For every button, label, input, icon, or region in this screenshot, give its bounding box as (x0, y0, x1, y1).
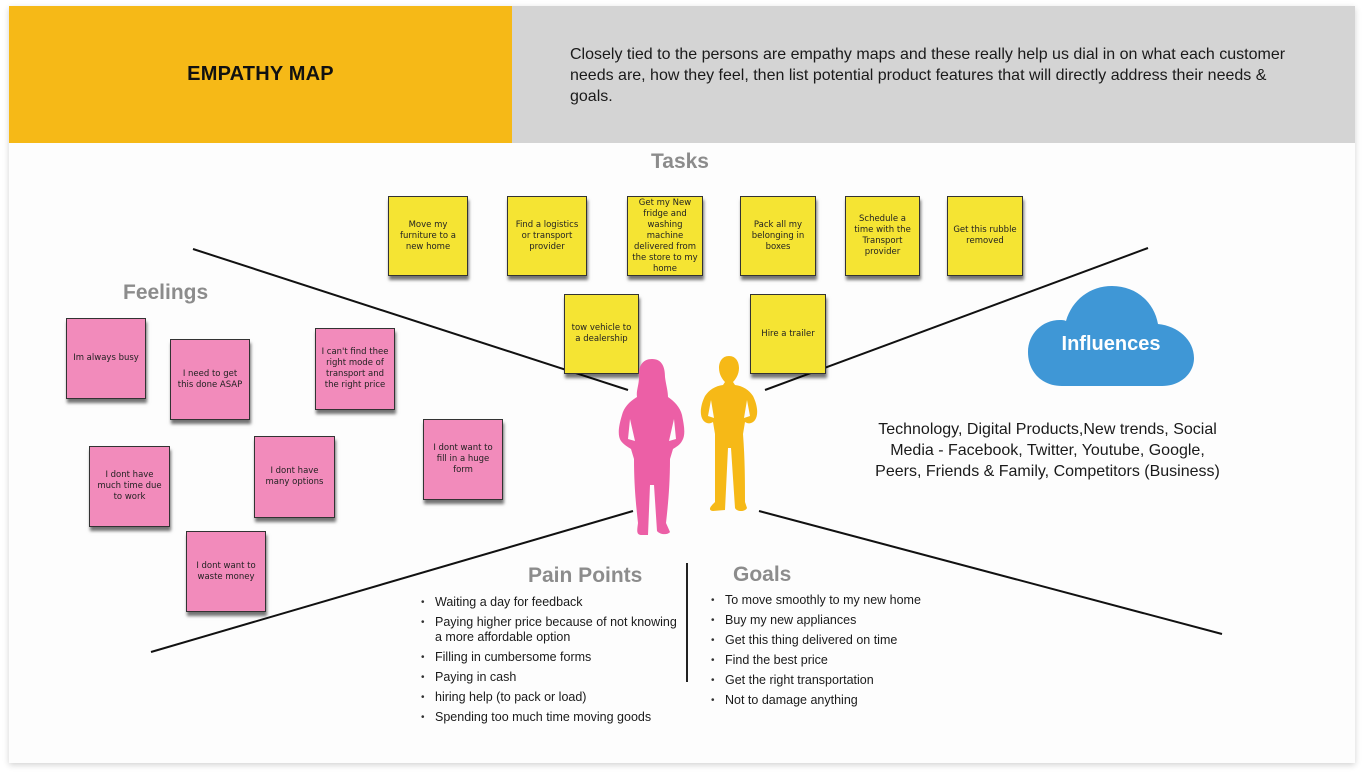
male-persona-icon (700, 356, 758, 511)
task-note: tow vehicle to a dealership (564, 294, 639, 374)
task-note: Move my furniture to a new home (388, 196, 468, 276)
pain-point-item: Paying in cash (421, 670, 681, 685)
header-description: Closely tied to the persons are empathy … (570, 46, 1286, 105)
cloud-icon (1028, 286, 1194, 386)
pain-point-item: Filling in cumbersome forms (421, 650, 681, 665)
task-note: Get my New fridge and washing machine de… (627, 196, 703, 276)
feelings-title: Feelings (123, 281, 209, 304)
feeling-note: I dont want to fill in a huge form (423, 419, 503, 500)
goal-item: Find the best price (711, 653, 951, 668)
header-title-panel: EMPATHY MAP (9, 6, 512, 143)
goals-list: To move smoothly to my new home Buy my n… (711, 593, 951, 713)
task-note: Schedule a time with the Transport provi… (845, 196, 920, 276)
goal-item: Get the right transportation (711, 673, 951, 688)
task-note: Pack all my belonging in boxes (740, 196, 816, 276)
pain-points-title: Pain Points (528, 564, 643, 587)
feeling-note: I need to get this done ASAP (170, 339, 250, 420)
pain-point-item: Paying higher price because of not knowi… (421, 615, 681, 645)
influences-text: Technology, Digital Products,New trends,… (875, 421, 1220, 480)
task-note: Get this rubble removed (947, 196, 1023, 276)
pain-point-item: Waiting a day for feedback (421, 595, 681, 610)
tasks-title: Tasks (651, 150, 709, 173)
feeling-note: I dont have many options (254, 436, 335, 518)
feeling-note: I dont want to waste money (186, 531, 266, 612)
goal-item: To move smoothly to my new home (711, 593, 951, 608)
header-description-panel: Closely tied to the persons are empathy … (512, 6, 1355, 143)
goal-item: Not to damage anything (711, 693, 951, 708)
pain-goals-divider (686, 563, 688, 682)
female-persona-icon (618, 359, 685, 535)
feeling-note: I can't find thee right mode of transpor… (315, 328, 395, 410)
pain-point-item: hiring help (to pack or load) (421, 690, 681, 705)
pain-points-list: Waiting a day for feedback Paying higher… (421, 595, 681, 730)
goals-title: Goals (733, 563, 792, 586)
pain-point-item: Spending too much time moving goods (421, 710, 681, 725)
influences-title: Influences (1061, 333, 1161, 355)
feeling-note: I dont have much time due to work (89, 446, 170, 527)
task-note: Hire a trailer (750, 294, 826, 374)
task-note: Find a logistics or transport provider (507, 196, 587, 276)
page-title: EMPATHY MAP (187, 63, 334, 85)
goal-item: Get this thing delivered on time (711, 633, 951, 648)
feeling-note: Im always busy (66, 318, 146, 399)
goal-item: Buy my new appliances (711, 613, 951, 628)
